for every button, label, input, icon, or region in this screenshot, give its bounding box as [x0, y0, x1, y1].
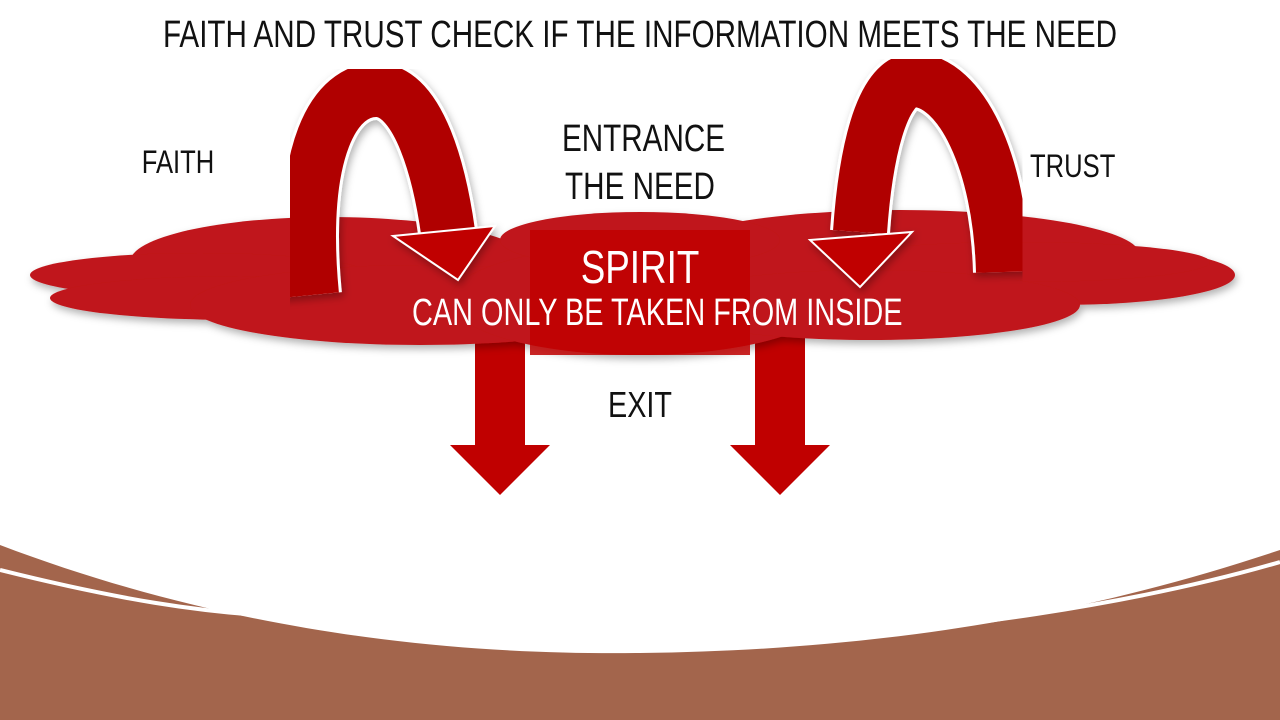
exit-label: EXIT	[607, 384, 672, 425]
bottom-wave	[0, 545, 1280, 720]
faith-label: FAITH	[141, 144, 215, 180]
entrance-label: ENTRANCE	[562, 118, 726, 160]
the-need-label: THE NEED	[565, 166, 715, 208]
trust-curved-arrow	[807, 49, 1033, 289]
trust-label: TRUST	[1030, 148, 1116, 184]
wave-white-line-right	[709, 560, 1280, 647]
slide-title: FAITH AND TRUST CHECK IF THE INFORMATION…	[162, 14, 1118, 56]
spirit-subtitle: CAN ONLY BE TAKEN FROM INSIDE	[412, 292, 903, 334]
spirit-box	[530, 230, 750, 355]
wave-white-line-left	[0, 568, 276, 618]
faith-curved-arrow	[279, 60, 498, 298]
spirit-label: SPIRIT	[580, 241, 700, 293]
